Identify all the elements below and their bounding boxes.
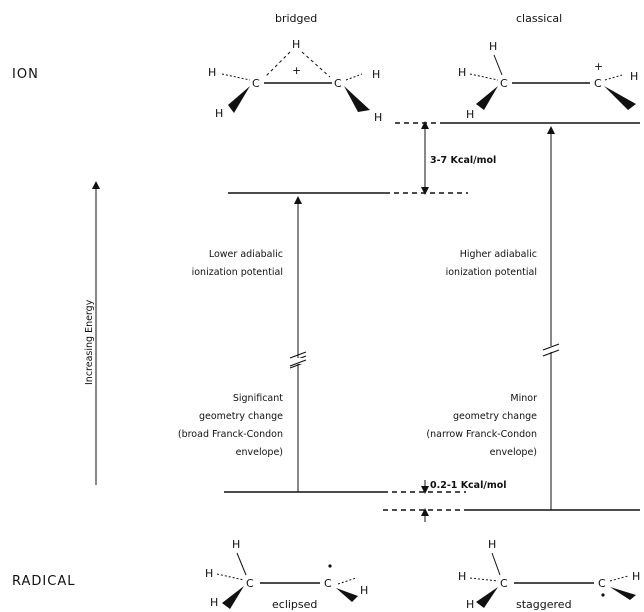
classical-title: classical	[516, 12, 562, 25]
eclipsed-h-top: H	[232, 538, 240, 551]
staggered-h-left: H	[458, 570, 466, 583]
staggered-carbon-left: C	[500, 577, 508, 590]
minor-line4: envelope)	[490, 447, 537, 458]
classical-h-left: H	[458, 66, 466, 79]
minor-line3: (narrow Franck-Condon	[426, 429, 537, 440]
staggered-radical-structure: H C C H H H	[458, 538, 640, 611]
bridged-h-tl: H	[208, 66, 216, 79]
bridge-hydrogen: H	[292, 38, 300, 51]
ion-row-label: ION	[12, 67, 39, 82]
energy-axis-label: Increasing Energy	[84, 299, 95, 385]
higher-ip-line1: Higher adiabalic	[460, 249, 537, 260]
bridge-bond-right	[301, 51, 331, 78]
geometry-line3: (broad Franck-Condon	[178, 429, 283, 440]
eclipsed-h-bl: H	[210, 596, 218, 609]
eclipsed-carbon-right: C	[324, 577, 332, 590]
left-arrow-text: Lower adiabalic ionization potential Sig…	[178, 249, 283, 458]
bridged-carbon-right: C	[334, 77, 342, 90]
lower-ip-line1: Lower adiabalic	[209, 249, 283, 260]
radical-row-label: RADICAL	[12, 574, 75, 589]
staggered-h-right: H	[632, 570, 640, 583]
ion-gap-label: 3-7 Kcal/mol	[430, 155, 496, 166]
higher-ip-line2: ionization potential	[446, 267, 537, 278]
classical-h-bl: H	[466, 108, 474, 121]
radical-gap-label: 0.2-1 Kcal/mol	[430, 480, 507, 491]
classical-ion-structure: H C + C H H H	[458, 40, 638, 121]
bridge-bond-left	[264, 51, 291, 78]
bridged-h-bl: H	[215, 107, 223, 120]
bridged-carbon-left: C	[252, 77, 260, 90]
classical-h-right: H	[630, 70, 638, 83]
right-arrow-text: Higher adiabalic ionization potential Mi…	[426, 249, 537, 458]
eclipsed-h-left: H	[205, 567, 213, 580]
lower-ip-line2: ionization potential	[192, 267, 283, 278]
eclipsed-title: eclipsed	[272, 598, 317, 611]
minor-line2: geometry change	[453, 411, 537, 422]
bridged-h-br: H	[374, 111, 382, 124]
bridged-h-tr: H	[372, 68, 380, 81]
eclipsed-h-right: H	[360, 584, 368, 597]
classical-h-top: H	[489, 40, 497, 53]
staggered-title: staggered	[516, 598, 572, 611]
bridged-ion-structure: H + C C H H H H	[208, 38, 382, 124]
geometry-line1: Significant	[233, 393, 283, 404]
bridged-title: bridged	[275, 12, 317, 25]
classical-carbon-right: C	[594, 77, 602, 90]
staggered-h-top: H	[488, 538, 496, 551]
staggered-h-bl: H	[466, 598, 474, 611]
classical-plus: +	[594, 60, 603, 73]
minor-line1: Minor	[510, 393, 537, 404]
eclipsed-radical-structure: H C C H H H	[205, 538, 368, 609]
eclipsed-carbon-left: C	[246, 577, 254, 590]
staggered-carbon-right: C	[598, 577, 606, 590]
geometry-line4: envelope)	[236, 447, 283, 458]
classical-carbon-left: C	[500, 77, 508, 90]
geometry-line2: geometry change	[199, 411, 283, 422]
bridged-plus: +	[292, 64, 301, 77]
